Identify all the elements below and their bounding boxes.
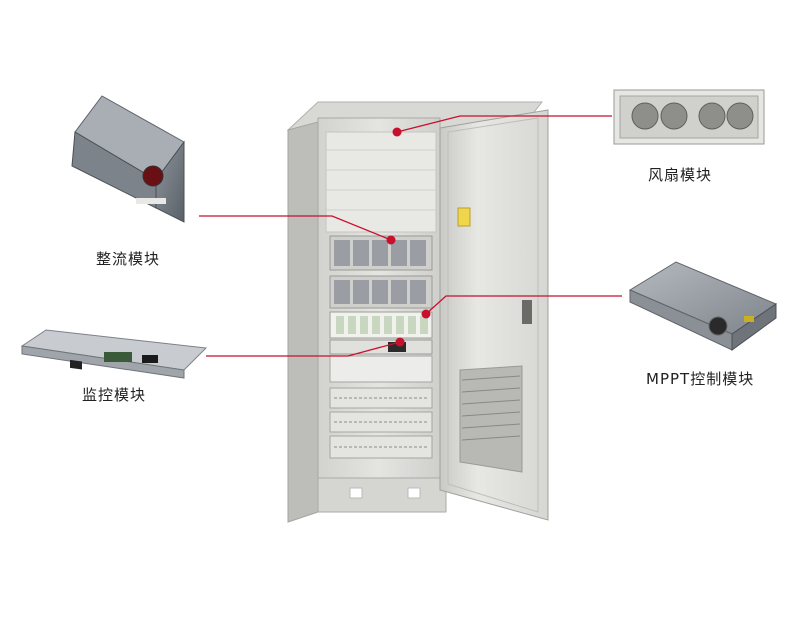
callout-dot-fan [392,127,402,137]
fan-module-image [613,89,765,145]
cabinet-rectifier-row-1 [329,235,433,271]
callout-dot-monitor [395,337,405,347]
callout-dot-rectifier [386,235,396,245]
cabinet-breaker-panels [329,355,433,459]
callout-lines [199,115,622,357]
rectifier-module-image [71,95,185,223]
mppt-module-label: MPPT控制模块 [646,370,755,388]
callout-rectifier [199,215,392,241]
monitor-module-label: 监控模块 [82,386,147,404]
callout-mppt [425,295,622,315]
fan-module-label: 风扇模块 [648,166,713,184]
callout-fan [396,115,612,133]
callout-dot-mppt [421,309,431,319]
cabinet-door [439,109,549,521]
monitor-module-image [20,329,208,379]
cabinet-rectifier-row-2 [329,275,433,309]
rectifier-module-label: 整流模块 [96,250,161,268]
mppt-module-image [628,261,778,351]
callout-monitor [206,341,401,357]
callout-dots [386,127,431,347]
cabinet-mppt-row [329,311,433,339]
